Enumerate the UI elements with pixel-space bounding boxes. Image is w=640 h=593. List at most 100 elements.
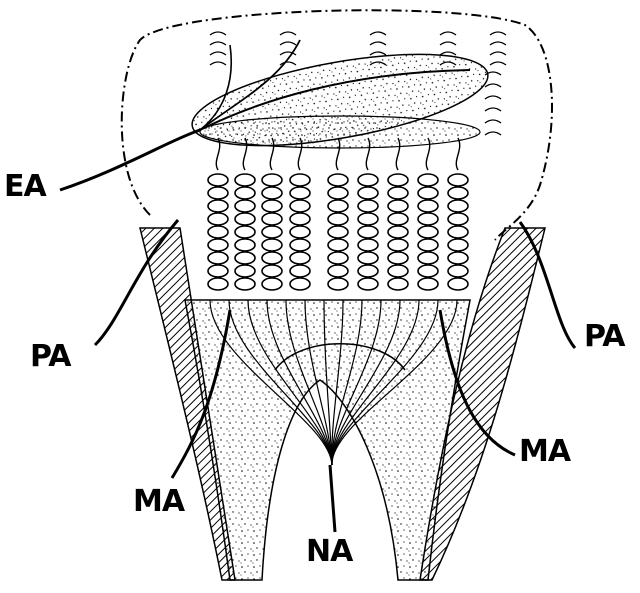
coil-ring [235,174,255,186]
branch-curl [370,52,386,55]
coil-ring [358,200,378,212]
ea-leader [60,130,200,190]
coil-ring [358,265,378,277]
coil-ring [448,213,468,225]
coil-ring [235,226,255,238]
branch-curl [485,96,501,99]
branch-curl [485,120,501,123]
coil-ring [358,239,378,251]
branch-curl [485,84,501,87]
coil-ring [262,239,282,251]
coil-ring [388,239,408,251]
coil-ring [358,187,378,199]
coil-ring [235,200,255,212]
coil-ring [208,278,228,290]
coil-ring [328,239,348,251]
coil-ring [388,226,408,238]
coil-ring [262,265,282,277]
coil-ring [328,252,348,264]
coil-ring [418,278,438,290]
coil-ring [388,200,408,212]
coil-ring [358,278,378,290]
coil-ring [235,239,255,251]
coil-ring [235,252,255,264]
coil-ring [328,200,348,212]
label-na: NA [306,537,352,567]
coil-ring [418,239,438,251]
coil-columns [208,138,468,290]
coil-ring [418,200,438,212]
coil-ring [328,187,348,199]
coil-ring [290,278,310,290]
branch-curl [210,62,226,65]
coil-ring [262,200,282,212]
coil-ring [262,174,282,186]
coil-ring [235,265,255,277]
coil-ring [388,174,408,186]
coil-ring [208,200,228,212]
branch-curl [490,42,506,45]
branch-curl [280,42,296,45]
coil-ring [388,213,408,225]
coil-ring [418,213,438,225]
label-ma-right: MA [519,437,570,467]
coil-ring [208,265,228,277]
branch-curl [490,52,506,55]
coil-ring [448,226,468,238]
coil-ring [358,226,378,238]
branch-curl [370,32,386,35]
coil-ring [448,200,468,212]
coil-ring [388,252,408,264]
label-pa-right: PA [584,322,624,352]
branch-curl [210,42,226,45]
coil-ring [290,187,310,199]
branch-curl [210,32,226,35]
coil-ring [448,278,468,290]
coil-ring [290,213,310,225]
branch-curl [440,42,456,45]
coil-ring [235,213,255,225]
coil-ring [235,278,255,290]
coil-ring [235,187,255,199]
coil-ring [290,226,310,238]
coil-ring [448,174,468,186]
coil-ring [208,187,228,199]
branch-curl [485,132,501,135]
coil-ring [208,174,228,186]
coil-connector [456,138,459,170]
coil-ring [262,187,282,199]
coil-ring [418,252,438,264]
coil-ring [208,226,228,238]
coil-connector [216,138,219,170]
coil-ring [328,174,348,186]
coil-ring [290,252,310,264]
na-leader [330,465,335,532]
coil-ring [262,213,282,225]
coil-ring [388,187,408,199]
coil-ring [448,187,468,199]
branch-curl [210,52,226,55]
coil-ring [328,265,348,277]
coil-ring [262,226,282,238]
label-pa-left: PA [30,342,70,372]
coil-ring [208,252,228,264]
branch-curl [490,32,506,35]
branch-curl [370,42,386,45]
coil-ring [448,252,468,264]
coil-ring [418,226,438,238]
coil-ring [418,265,438,277]
coil-ring [388,265,408,277]
coil-ring [290,265,310,277]
coil-ring [290,239,310,251]
coil-ring [418,187,438,199]
coil-ring [290,200,310,212]
coil-ring [448,265,468,277]
branch-curl [490,62,506,65]
coil-ring [358,252,378,264]
coil-ring [328,226,348,238]
coil-ring [208,239,228,251]
coil-ring [262,252,282,264]
coil-ring [388,278,408,290]
